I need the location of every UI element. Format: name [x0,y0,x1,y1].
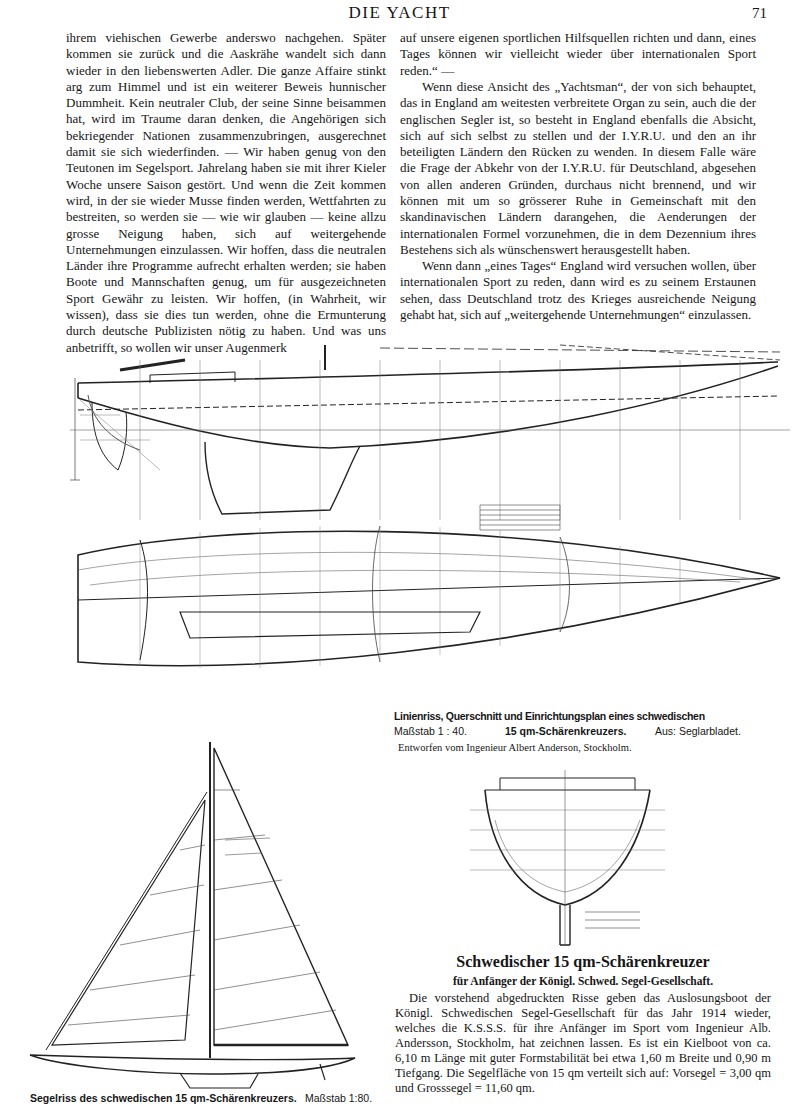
plan-view [78,526,780,668]
article-heading: Schwedischer 15 qm-Schärenkreuzer [395,952,771,971]
source-note: Aus: Seglarbladet. [655,725,741,738]
body-text: Wenn diese Ansicht des „Yachtsman“, der … [400,79,756,258]
figure-caption: 15 qm-Schärenkreuzers. [505,725,626,738]
body-text: Wenn dann „eines Tages“ England wird ver… [400,258,756,323]
designer-note: Entworfen vom Ingenieur Albert Anderson,… [398,741,632,754]
page-number: 71 [752,4,767,22]
sail-plan [30,742,355,1088]
scale-note: Maßstab 1:80. [305,1092,372,1105]
cross-section [470,770,665,945]
body-text: auf unsere eigenen sportlichen Hilfsquel… [400,30,756,79]
profile-view [70,345,790,530]
article-subheading: für Anfänger der Königl. Schwed. Segel-G… [395,974,771,988]
figure-caption: Segelriss des schwedischen 15 qm-Schären… [30,1092,297,1105]
scale-note: Maßstab 1 : 40. [394,725,467,738]
figure-caption: Linienriss, Querschnitt und Einrichtungs… [394,710,705,723]
body-text: Die vorstehend abgedruckten Risse geben … [395,991,771,1096]
page-header: DIE YACHT [0,3,799,23]
body-text: ihrem viehischen Gewerbe anderswo nachge… [66,30,386,356]
